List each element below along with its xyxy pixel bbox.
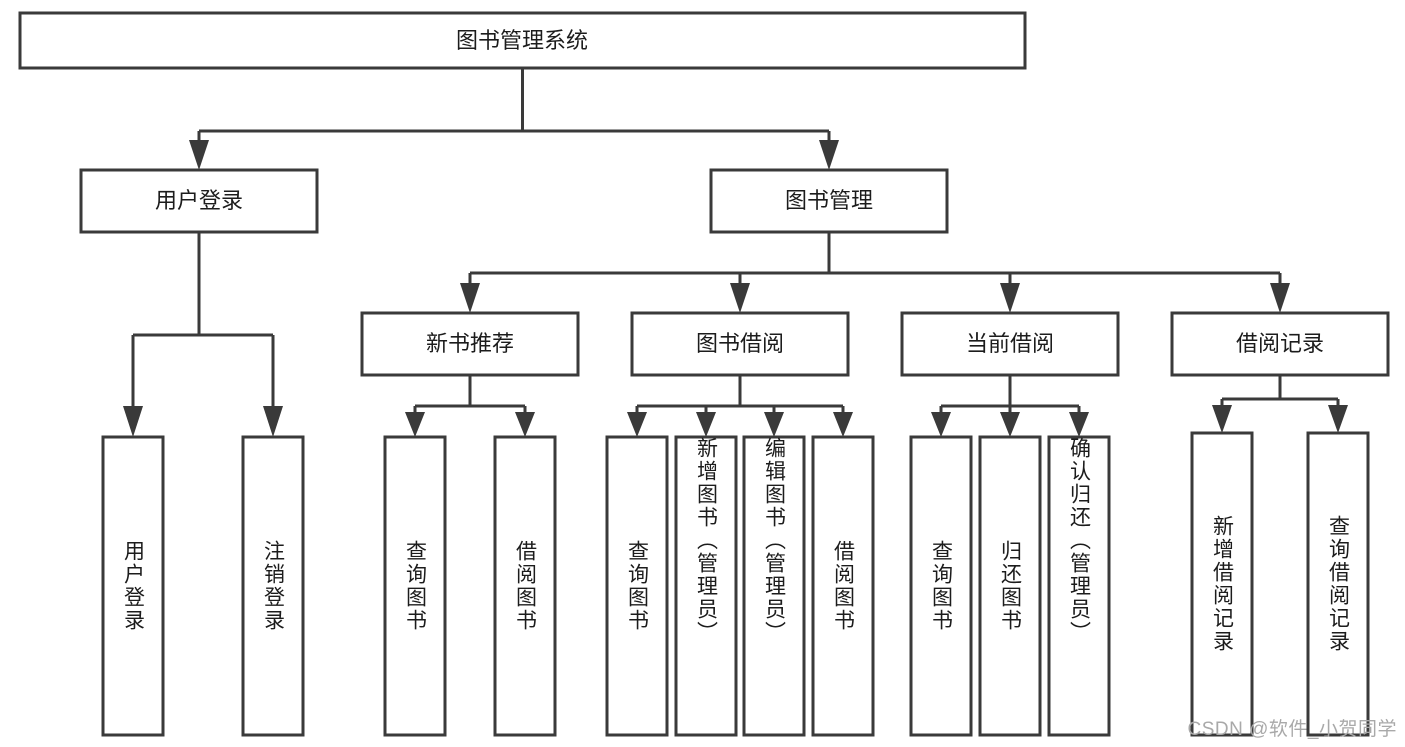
node-label-book-management: 图书管理 <box>785 188 873 213</box>
node-box-root[interactable] <box>18 11 1027 70</box>
arrow-head-user-login <box>189 140 209 170</box>
node-box-leaf-return-book[interactable] <box>978 435 1042 737</box>
node-box-leaf-query-record[interactable] <box>1306 431 1370 737</box>
node-label-book-borrow: 图书借阅 <box>696 331 784 356</box>
arrow-head-leaf-query-record <box>1328 405 1348 433</box>
arrow-head-new-book-recommend <box>460 283 480 313</box>
arrow-head-book-borrow <box>730 283 750 313</box>
node-box-leaf-edit-book[interactable] <box>742 435 806 737</box>
arrow-head-book-management <box>819 140 839 170</box>
arrow-head-leaf-user-login <box>123 406 143 437</box>
arrow-head-leaf-query-book-1 <box>405 412 425 437</box>
arrow-head-leaf-add-record <box>1212 405 1232 433</box>
node-box-borrow-record[interactable] <box>1170 311 1390 377</box>
node-label-current-borrow: 当前借阅 <box>966 331 1054 356</box>
node-label-user-login: 用户登录 <box>155 188 243 213</box>
watermark-text: CSDN @软件_小贺同学 <box>1187 719 1397 740</box>
connector-layer <box>123 68 1348 437</box>
node-box-book-borrow[interactable] <box>630 311 850 377</box>
node-box-new-book-recommend[interactable] <box>360 311 580 377</box>
arrow-head-leaf-borrow-book-2 <box>833 412 853 437</box>
node-label-new-book-recommend: 新书推荐 <box>426 331 514 356</box>
node-layer: 图书管理系统 用户登录 图书管理 新书推荐 图书借阅 当前借阅 借阅记录 <box>18 11 1390 737</box>
node-box-leaf-logout-login[interactable] <box>241 435 305 737</box>
node-box-leaf-confirm-return[interactable] <box>1047 435 1111 737</box>
node-label-root: 图书管理系统 <box>456 28 588 53</box>
node-box-leaf-user-login[interactable] <box>101 435 165 737</box>
arrow-head-current-borrow <box>1000 283 1020 313</box>
node-box-user-login[interactable] <box>79 168 319 234</box>
node-box-leaf-query-book-1[interactable] <box>383 435 447 737</box>
node-box-leaf-add-book[interactable] <box>674 435 738 737</box>
node-box-book-management[interactable] <box>709 168 949 234</box>
arrow-head-leaf-return-book <box>1000 412 1020 437</box>
node-box-leaf-query-book-3[interactable] <box>909 435 973 737</box>
arrow-head-leaf-logout-login <box>263 406 283 437</box>
arrow-head-borrow-record <box>1270 283 1290 313</box>
arrow-head-leaf-confirm-return <box>1069 412 1089 437</box>
node-box-leaf-query-book-2[interactable] <box>605 435 669 737</box>
node-label-borrow-record: 借阅记录 <box>1236 331 1324 356</box>
arrow-head-leaf-query-book-3 <box>931 412 951 437</box>
node-box-leaf-borrow-book-2[interactable] <box>811 435 875 737</box>
arrow-head-leaf-query-book-2 <box>627 412 647 437</box>
node-box-leaf-borrow-book-1[interactable] <box>493 435 557 737</box>
arrow-head-leaf-edit-book <box>764 412 784 437</box>
node-box-current-borrow[interactable] <box>900 311 1120 377</box>
arrow-head-leaf-add-book <box>696 412 716 437</box>
node-box-leaf-add-record[interactable] <box>1190 431 1254 737</box>
arrow-head-leaf-borrow-book-1 <box>515 412 535 437</box>
